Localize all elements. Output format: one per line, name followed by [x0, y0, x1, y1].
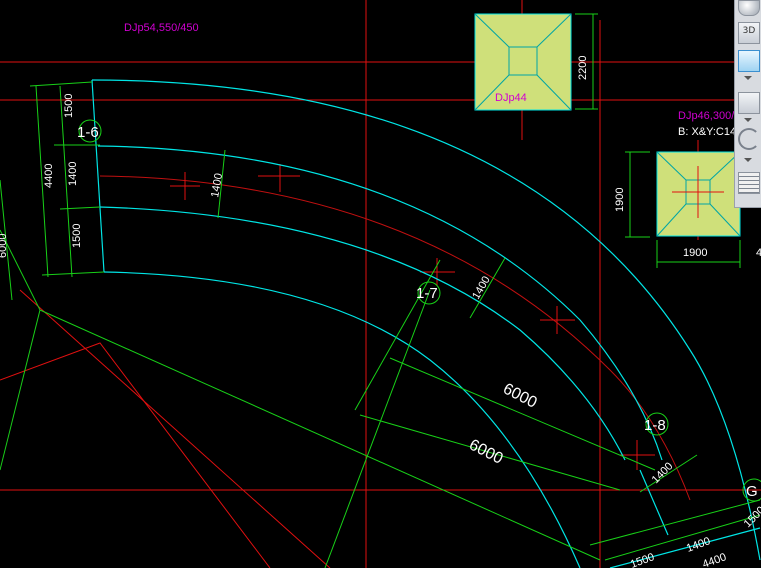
axis-bubbles	[78, 119, 761, 502]
footing-right-label: DJp46,300/	[678, 110, 735, 122]
footing-top-label: DJp54,550/450	[124, 22, 199, 34]
orbit-icon[interactable]	[738, 128, 760, 150]
axis-label-g: G	[746, 483, 758, 500]
dim-1500-low: 1500	[71, 224, 83, 248]
footing-top[interactable]	[474, 13, 572, 111]
axis-label-1-8: 1-8	[644, 417, 666, 434]
building-outline	[0, 289, 331, 568]
footing-right[interactable]	[656, 151, 741, 237]
column-cross-markers	[170, 164, 655, 470]
properties-icon[interactable]	[738, 172, 760, 194]
chevron-down-icon[interactable]	[744, 118, 752, 122]
box-view-icon[interactable]	[738, 50, 760, 72]
right-dim-fragment: 4	[756, 247, 761, 259]
footing-top-dim: 2200	[577, 56, 589, 80]
footing-top-inner-label: DJp44	[495, 92, 527, 104]
dim-1400-bottom: 1400	[685, 535, 712, 555]
curved-beam-outline	[91, 79, 761, 568]
cube-icon[interactable]	[738, 92, 760, 114]
dim-1400-mid: 1400	[67, 162, 79, 186]
dim-1400-inner-1: 1400	[209, 172, 225, 198]
axis-label-1-7: 1-7	[416, 285, 438, 302]
chevron-down-icon[interactable]	[744, 76, 752, 80]
shaded-sphere-icon[interactable]	[738, 0, 760, 16]
view-toolbar: 3D	[734, 0, 761, 208]
dim-6000-b: 6000	[466, 436, 506, 467]
left-dim-fragment: 6000	[0, 234, 9, 258]
3d-button-label: 3D	[742, 26, 756, 36]
dim-4400-bottom: 4400	[701, 551, 728, 568]
dim-1400-inner-2: 1400	[470, 274, 493, 301]
footing-right-dim-v: 1900	[614, 188, 626, 212]
chevron-down-icon[interactable]	[744, 158, 752, 162]
axis-label-1-6: 1-6	[77, 124, 99, 141]
center-line-arc	[99, 175, 691, 501]
dim-4400-left: 4400	[43, 164, 55, 188]
dim-1500-bottom: 1500	[629, 551, 656, 568]
dim-1500-top: 1500	[63, 94, 75, 118]
dimension-lines	[0, 13, 761, 568]
dim-1500-right: 1500	[742, 504, 761, 530]
3d-view-icon[interactable]: 3D	[738, 22, 760, 44]
dim-1400-inner-3: 1400	[650, 460, 676, 486]
footing-right-dim-h: 1900	[683, 247, 707, 259]
